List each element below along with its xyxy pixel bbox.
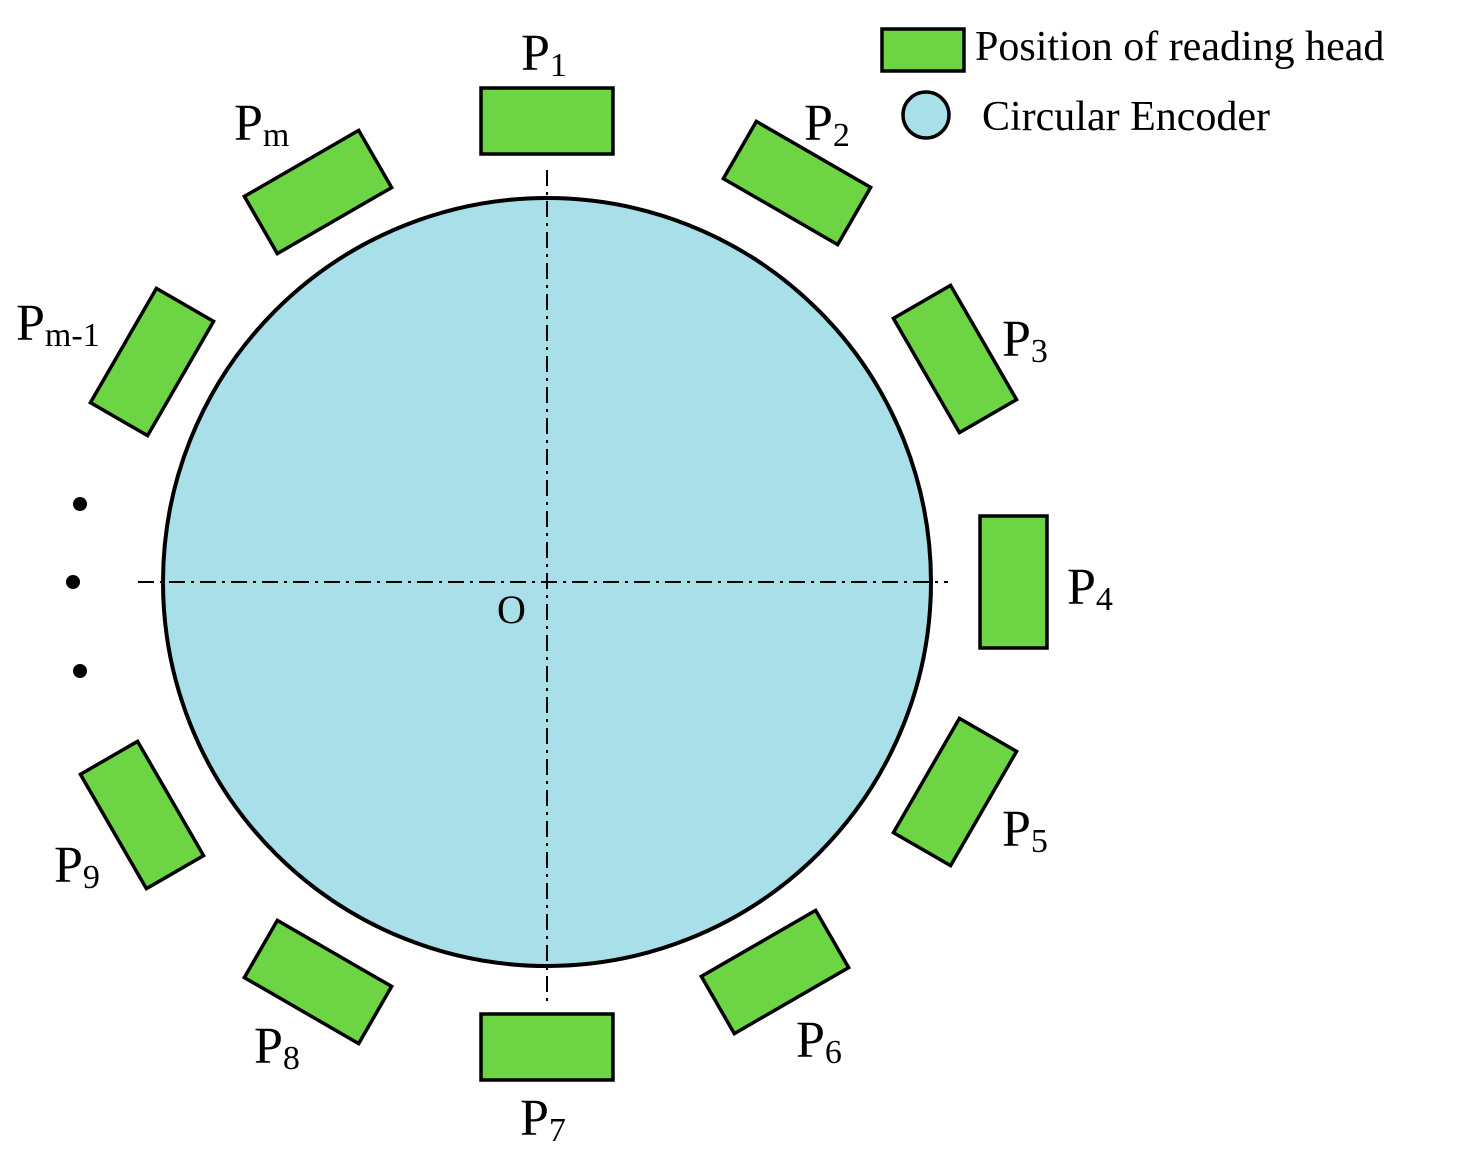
reading-head-p8 (241, 918, 395, 1046)
label-pm-1: Pm-1 (16, 295, 100, 354)
reading-head-p2 (720, 119, 874, 247)
reading-head-p5 (891, 715, 1019, 869)
reading-head-p3 (891, 282, 1019, 436)
legend-reading-head-swatch (880, 27, 966, 73)
legend-encoder-label: Circular Encoder (982, 94, 1270, 140)
label-p4: P4 (1067, 559, 1113, 618)
reading-head-pm (241, 128, 395, 256)
ellipsis-dot (66, 575, 80, 589)
label-p3: P3 (1002, 311, 1048, 370)
ellipsis-dot (73, 497, 87, 511)
reading-head-p1 (479, 86, 615, 156)
label-p2: P2 (804, 95, 850, 154)
legend-encoder-swatch (901, 90, 951, 140)
legend: Position of reading head Circular Encode… (880, 24, 1384, 140)
legend-reading-head-label: Position of reading head (975, 24, 1384, 70)
label-p9: P9 (54, 837, 100, 896)
label-p1: P1 (521, 25, 567, 84)
label-p8: P8 (254, 1018, 300, 1077)
reading-head-p9 (78, 738, 206, 892)
label-p5: P5 (1002, 801, 1048, 860)
origin-label: O (497, 587, 526, 632)
reading-head-p7 (479, 1012, 615, 1082)
label-p6: P6 (796, 1012, 842, 1071)
label-p7: P7 (520, 1090, 566, 1149)
ellipsis-dot (73, 664, 87, 678)
reading-head-p6 (698, 908, 852, 1036)
label-pm: Pm (234, 95, 289, 154)
reading-head-pm-1 (88, 285, 216, 439)
reading-head-p4 (978, 514, 1049, 650)
